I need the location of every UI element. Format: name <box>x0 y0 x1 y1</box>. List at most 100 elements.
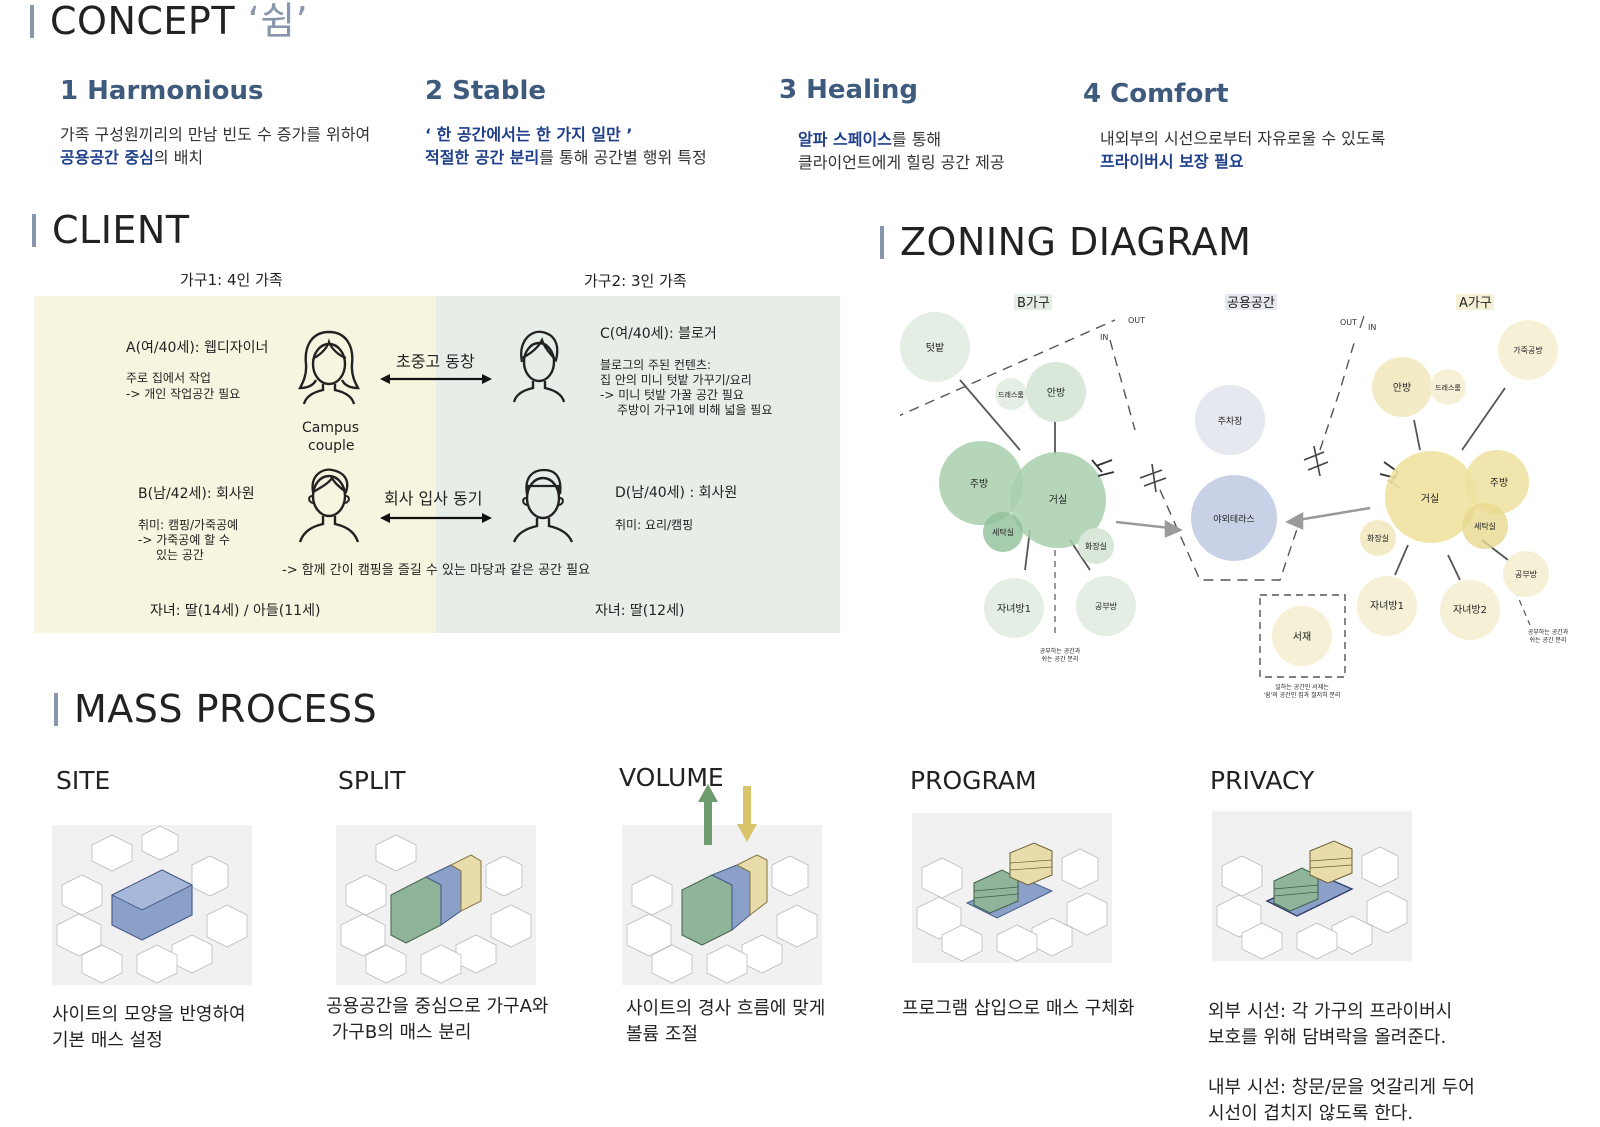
step-split-line2: 가구B의 매스 분리 <box>326 1022 472 1043</box>
b-study-label: 공부방 <box>1095 601 1118 611</box>
b-note-line1: 공부하는 공간과 <box>1040 647 1081 655</box>
step-site-line1: 사이트의 모양을 반영하여 <box>52 1004 246 1025</box>
a-living-circle <box>1385 451 1477 543</box>
b-garden-circle <box>900 312 970 382</box>
a-child2-circle <box>1440 580 1500 640</box>
person-c-desc3: -> 미니 텃밭 가꿀 공간 필요 <box>600 388 744 402</box>
person-a-desc2: -> 개인 작업공간 필요 <box>126 387 241 401</box>
a-kitchen-circle <box>1465 450 1529 514</box>
b-bathroom-circle <box>1078 528 1114 564</box>
a-note-line1: 공부하는 공간과 <box>1528 628 1569 636</box>
shared-need: -> 함께 간이 캠핑을 즐길 수 있는 마당과 같은 공간 필요 <box>282 563 591 578</box>
a-bathroom-label: 화장실 <box>1367 533 1389 543</box>
person-c-name: C(여/40세): 블로거 <box>600 326 717 342</box>
b-household-label: B가구 <box>1017 296 1050 311</box>
children-family2: 자녀: 딸(12세) <box>595 603 685 619</box>
concept-text-2: ‘ 한 공간에서는 한 가지 일만 ’ 적절한 공간 분리를 통해 공간별 행위… <box>425 123 707 169</box>
b-laundry-circle <box>983 512 1023 552</box>
a-study-circle <box>1503 551 1549 597</box>
b-garden-label: 텃밭 <box>926 342 944 354</box>
b-kitchen-label: 주방 <box>970 478 988 490</box>
b-master-circle <box>1026 362 1086 422</box>
concept-3-line1: 알파 스페이스를 통해 <box>798 128 1005 151</box>
concept-2-line2: 적절한 공간 분리를 통해 공간별 행위 특정 <box>425 146 707 169</box>
b-dressroom-label: 드레스룸 <box>998 390 1024 399</box>
a-study-label: 공부방 <box>1515 569 1538 579</box>
family1-label: 가구1: 4인 가족 <box>180 271 283 289</box>
b-study-circle <box>1076 576 1136 636</box>
privacy-mass-image <box>1212 811 1412 961</box>
concept-2-bold: 적절한 공간 분리 <box>425 148 540 167</box>
concept-text-3: 알파 스페이스를 통해 클라이언트에게 힐링 공간 제공 <box>798 128 1005 174</box>
b-living-circle <box>1010 452 1106 548</box>
family2-panel <box>436 296 840 633</box>
step-program-line1: 프로그램 삽입으로 매스 구체화 <box>902 998 1135 1019</box>
a-household-label: A가구 <box>1459 296 1492 311</box>
family1-panel <box>34 296 436 633</box>
step-site-line2: 기본 매스 설정 <box>52 1030 163 1051</box>
b-laundry-label: 세탁실 <box>992 527 1014 537</box>
concept-title: CONCEPT ‘쉼’ <box>30 2 308 40</box>
person-b-name: B(남/42세): 회사원 <box>138 486 255 502</box>
b-child-room-label: 자녀방1 <box>997 603 1031 615</box>
person-c-desc1: 블로그의 주된 컨텐츠: <box>600 358 712 372</box>
step-privacy-desc: 외부 시선: 각 가구의 프라이버시 보호를 위해 담벼락을 올려준다. 내부 … <box>1208 999 1475 1127</box>
b-child-room-circle <box>984 578 1044 638</box>
a-child1-circle <box>1357 576 1417 636</box>
concept-3-line2: 클라이언트에게 힐링 공간 제공 <box>798 153 1005 172</box>
zoning-diagram: B가구 공용공간 A가구 OUT IN OUT IN 텃밭 드레스룸 안방 주방… <box>900 294 1569 699</box>
a-master-circle <box>1372 357 1432 417</box>
concept-1-rest: 의 배치 <box>153 148 204 167</box>
concept-3-bold: 알파 스페이스 <box>798 130 892 149</box>
person-d-name: D(남/40세) : 회사원 <box>615 485 738 501</box>
client-title: CLIENT <box>32 211 190 249</box>
family2-label: 가구2: 3인 가족 <box>584 272 687 290</box>
person-b-desc2: -> 가죽공예 할 수 <box>138 533 231 547</box>
concept-4-bold: 프라이버시 보장 필요 <box>1100 152 1244 171</box>
volume-mass-image <box>622 784 822 985</box>
a-household-tag <box>1456 294 1494 310</box>
terrace-label: 야외테라스 <box>1213 513 1254 525</box>
step-volume-title: VOLUME <box>619 763 724 792</box>
person-a-desc1: 주로 집에서 작업 <box>126 371 211 385</box>
step-volume-line1: 사이트의 경사 흐름에 맞게 <box>626 998 826 1019</box>
a-dressroom-circle <box>1430 369 1466 405</box>
b-dressroom-circle <box>995 378 1027 410</box>
step-program-desc: 프로그램 삽입으로 매스 구체화 <box>902 996 1134 1022</box>
b-living-label: 거실 <box>1049 494 1067 506</box>
person-c-desc4: 주방이 가구1에 비해 넓을 필요 <box>617 403 773 417</box>
mass-title: MASS PROCESS <box>54 690 377 728</box>
step-privacy-line4: 시선이 겹치지 않도록 한다. <box>1208 1103 1414 1124</box>
common-label: 공용공간 <box>1227 296 1275 311</box>
campus-label-1: Campus <box>302 420 360 436</box>
step-volume-desc: 사이트의 경사 흐름에 맞게 볼륨 조절 <box>626 996 825 1048</box>
concept-title-text: CONCEPT <box>50 0 236 43</box>
out-label-left: OUT <box>1128 316 1145 325</box>
b-kitchen-circle <box>939 441 1023 525</box>
step-site-title: SITE <box>56 766 111 795</box>
in-label-right: IN <box>1368 323 1376 332</box>
in-label-left: IN <box>1100 333 1108 342</box>
step-privacy-spacer <box>1208 1051 1475 1075</box>
person-c-desc2: 집 안의 미니 텃밭 가꾸기/요리 <box>600 373 752 387</box>
program-mass-image <box>912 813 1112 963</box>
person-b-desc1: 취미: 캠핑/가죽공예 <box>138 518 239 532</box>
step-privacy-title: PRIVACY <box>1210 766 1315 795</box>
concept-text-4: 내외부의 시선으로부터 자유로울 수 있도록 프라이버시 보장 필요 <box>1100 127 1385 173</box>
person-b-desc3: 있는 공간 <box>156 548 204 562</box>
down-arrow-icon <box>743 786 751 826</box>
concept-2-rest: 를 통해 공간별 행위 특정 <box>539 148 707 167</box>
step-split-title: SPLIT <box>338 766 406 795</box>
step-volume-line2: 볼륨 조절 <box>626 1024 698 1045</box>
double-arrow-1-icon <box>380 374 492 384</box>
woman-avatar-icon <box>298 330 360 405</box>
library-note-line1: 일하는 공간인 서재는 <box>1275 683 1329 691</box>
children-family1: 자녀: 딸(14세) / 아들(11세) <box>150 603 321 619</box>
relation-1: 초중고 동창 <box>396 352 475 371</box>
concept-heading-2: 2 Stable <box>425 76 546 106</box>
a-dressroom-label: 드레스룸 <box>1435 383 1461 392</box>
concept-heading-1: 1 Harmonious <box>60 76 264 106</box>
a-child1-label: 자녀방1 <box>1370 600 1404 612</box>
step-program-title: PROGRAM <box>910 766 1037 795</box>
b-bathroom-label: 화장실 <box>1085 541 1107 551</box>
